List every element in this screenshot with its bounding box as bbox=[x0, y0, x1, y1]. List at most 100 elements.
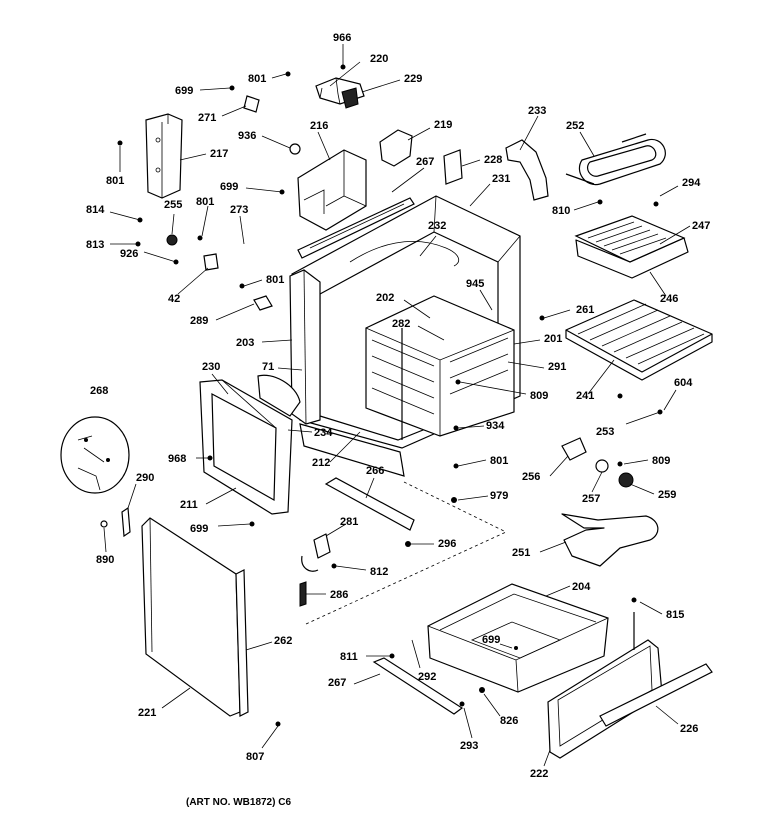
callout-259: 259 bbox=[658, 489, 676, 501]
callout-222: 222 bbox=[530, 768, 548, 780]
callout-247: 247 bbox=[692, 220, 710, 232]
callout-262: 262 bbox=[274, 635, 292, 647]
part-front-frame-203 bbox=[289, 269, 405, 477]
callout-252: 252 bbox=[566, 120, 584, 132]
callout-289: 289 bbox=[190, 315, 208, 327]
callout-801-upper: 801 bbox=[196, 196, 214, 208]
part-element-251 bbox=[561, 513, 659, 567]
part-back-panel-216 bbox=[297, 149, 367, 231]
callout-801-lower: 801 bbox=[490, 455, 508, 467]
callout-926: 926 bbox=[120, 248, 138, 260]
callout-268: 268 bbox=[90, 385, 108, 397]
callout-251: 251 bbox=[512, 547, 530, 559]
callout-230: 230 bbox=[202, 361, 220, 373]
part-bracket-220 bbox=[315, 77, 365, 109]
callout-261: 261 bbox=[576, 304, 594, 316]
callout-826: 826 bbox=[500, 715, 518, 727]
part-228 bbox=[443, 149, 463, 185]
callout-604: 604 bbox=[674, 377, 693, 389]
callout-814: 814 bbox=[86, 204, 105, 216]
callout-801-left: 801 bbox=[106, 175, 124, 187]
part-drawer-204 bbox=[427, 583, 609, 693]
callout-220: 220 bbox=[370, 53, 388, 65]
part-element-252 bbox=[565, 133, 666, 186]
callout-286: 286 bbox=[330, 589, 348, 601]
callout-71: 71 bbox=[262, 361, 274, 373]
callout-246: 246 bbox=[660, 293, 678, 305]
callout-815: 815 bbox=[666, 609, 684, 621]
callout-699-mid: 699 bbox=[220, 181, 238, 193]
part-rail-267-bottom bbox=[372, 657, 464, 715]
callout-801: 801 bbox=[248, 73, 266, 85]
callout-813: 813 bbox=[86, 239, 104, 251]
callout-241: 241 bbox=[576, 390, 594, 402]
callout-293: 293 bbox=[460, 740, 478, 752]
callout-699: 699 bbox=[175, 85, 193, 97]
art-number-caption: (ART NO. WB1872) C6 bbox=[186, 797, 292, 808]
callout-42: 42 bbox=[168, 293, 180, 305]
callout-228: 228 bbox=[484, 154, 502, 166]
callout-699-drawer: 699 bbox=[482, 634, 500, 646]
part-inset-268 bbox=[60, 416, 130, 494]
callout-811: 811 bbox=[340, 651, 358, 663]
callout-809: 809 bbox=[530, 390, 548, 402]
part-256-257-259 bbox=[561, 437, 634, 488]
screws bbox=[100, 64, 663, 727]
callout-292: 292 bbox=[418, 671, 436, 683]
callout-812: 812 bbox=[370, 566, 388, 578]
callout-294: 294 bbox=[682, 177, 701, 189]
part-tab-271 bbox=[243, 95, 260, 113]
callout-945: 945 bbox=[466, 278, 484, 290]
callout-211: 211 bbox=[180, 499, 198, 511]
callout-968: 968 bbox=[168, 453, 186, 465]
part-panel-233 bbox=[505, 139, 549, 201]
parts-layer bbox=[60, 64, 713, 759]
callout-202: 202 bbox=[376, 292, 394, 304]
callout-labels: 966 220 699 801 229 271 233 252 936 216 … bbox=[86, 32, 710, 780]
callout-231: 231 bbox=[492, 173, 510, 185]
part-side-panel-221 bbox=[141, 517, 249, 717]
part-rail-266 bbox=[324, 477, 415, 531]
part-oven-body-231 bbox=[291, 195, 521, 449]
callout-217: 217 bbox=[210, 148, 228, 160]
part-219 bbox=[379, 129, 413, 167]
part-290 bbox=[121, 506, 131, 538]
callout-229: 229 bbox=[404, 73, 422, 85]
callout-212: 212 bbox=[312, 457, 330, 469]
callout-219: 219 bbox=[434, 119, 452, 131]
part-kick-plate-226 bbox=[599, 663, 713, 727]
callout-271: 271 bbox=[198, 112, 216, 124]
callout-890: 890 bbox=[96, 554, 114, 566]
callout-801-center: 801 bbox=[266, 274, 284, 286]
callout-267: 267 bbox=[416, 156, 434, 168]
callout-934: 934 bbox=[486, 420, 505, 432]
callout-203: 203 bbox=[236, 337, 254, 349]
callout-216: 216 bbox=[310, 120, 328, 132]
part-door-230 bbox=[199, 374, 301, 515]
callout-255: 255 bbox=[164, 199, 182, 211]
callout-256: 256 bbox=[522, 471, 540, 483]
callout-221: 221 bbox=[138, 707, 156, 719]
callout-966: 966 bbox=[333, 32, 351, 44]
callout-979: 979 bbox=[490, 490, 508, 502]
callout-809-right: 809 bbox=[652, 455, 670, 467]
callout-201: 201 bbox=[544, 333, 562, 345]
callout-296: 296 bbox=[438, 538, 456, 550]
part-oven-rack-241 bbox=[565, 299, 713, 381]
callout-234: 234 bbox=[314, 427, 333, 439]
callout-699-lower: 699 bbox=[190, 523, 208, 535]
callout-257: 257 bbox=[582, 493, 600, 505]
part-side-bracket-217 bbox=[145, 113, 183, 199]
callout-267-lower: 267 bbox=[328, 677, 346, 689]
callout-281: 281 bbox=[340, 516, 358, 528]
callout-204: 204 bbox=[572, 581, 591, 593]
callout-226: 226 bbox=[680, 723, 698, 735]
callout-290: 290 bbox=[136, 472, 154, 484]
callout-253: 253 bbox=[596, 426, 614, 438]
callout-232: 232 bbox=[428, 220, 446, 232]
callout-266: 266 bbox=[366, 465, 384, 477]
callout-282: 282 bbox=[392, 318, 410, 330]
callout-291: 291 bbox=[548, 361, 566, 373]
